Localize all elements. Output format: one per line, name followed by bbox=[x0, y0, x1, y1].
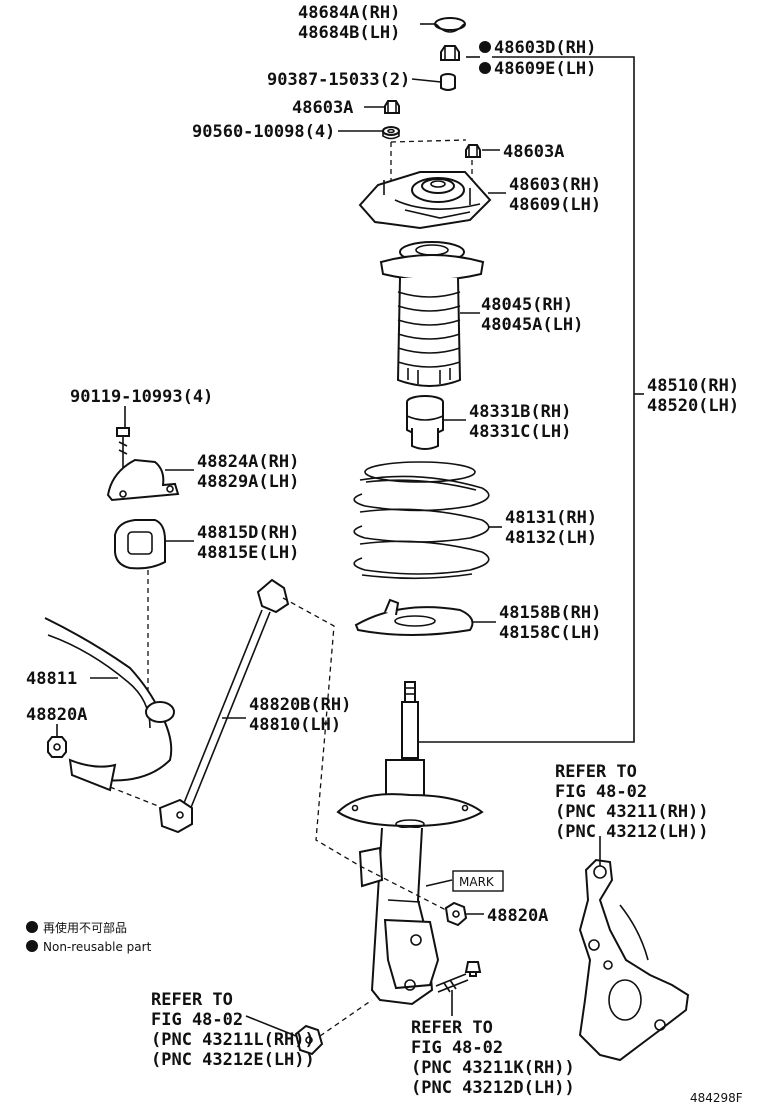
label-90560: 90560-10098(4) bbox=[192, 122, 335, 142]
label-90387: 90387-15033(2) bbox=[267, 70, 410, 90]
non-reusable-dot bbox=[479, 62, 491, 74]
washer-part bbox=[382, 126, 400, 140]
mount-nut-part-left bbox=[384, 100, 400, 114]
refer-nut-line4: (PNC 43212E(LH)) bbox=[151, 1050, 315, 1070]
label-48603d: 48603D(RH) bbox=[494, 38, 596, 58]
label-48603a-right: 48603A bbox=[503, 142, 564, 162]
bump-stopper-part bbox=[406, 395, 444, 450]
label-48820b: 48820B(RH) bbox=[249, 695, 351, 715]
label-48158c: 48158C(LH) bbox=[499, 623, 601, 643]
label-90119: 90119-10993(4) bbox=[70, 387, 213, 407]
refer-bolt-line4: (PNC 43212D(LH)) bbox=[411, 1078, 575, 1098]
dust-boot-part bbox=[379, 241, 485, 387]
label-48603a-top: 48603A bbox=[292, 98, 353, 118]
label-48820a-right: 48820A bbox=[487, 906, 548, 926]
label-48684b: 48684B(LH) bbox=[298, 23, 400, 43]
label-48603: 48603(RH) bbox=[509, 175, 601, 195]
label-48829a: 48829A(LH) bbox=[197, 472, 299, 492]
label-48815d: 48815D(RH) bbox=[197, 523, 299, 543]
link-nut-part-left bbox=[47, 736, 67, 758]
label-48820a-left: 48820A bbox=[26, 705, 87, 725]
label-48331b: 48331B(RH) bbox=[469, 402, 571, 422]
label-48520: 48520(LH) bbox=[647, 396, 739, 416]
refer-nut-line2: FIG 48-02 bbox=[151, 1010, 243, 1030]
stabilizer-bracket-part bbox=[106, 458, 180, 502]
figure-id: 484298F bbox=[690, 1091, 743, 1105]
label-48824a: 48824A(RH) bbox=[197, 452, 299, 472]
dust-cap-part bbox=[434, 17, 466, 33]
label-48510: 48510(RH) bbox=[647, 376, 739, 396]
lock-nut-part bbox=[440, 45, 460, 61]
refer-bolt-line2: FIG 48-02 bbox=[411, 1038, 503, 1058]
label-48609e: 48609E(LH) bbox=[494, 59, 596, 79]
shock-absorber-part bbox=[336, 681, 484, 1006]
knuckle-bolt-part bbox=[435, 961, 482, 993]
spring-seat-part bbox=[354, 598, 474, 636]
refer-knuckle-line4: (PNC 43212(LH)) bbox=[555, 822, 709, 842]
knuckle-nut-part bbox=[294, 999, 373, 1056]
collar-part bbox=[440, 73, 456, 91]
mark-label: MARK bbox=[459, 875, 495, 889]
stabilizer-link-part bbox=[158, 578, 361, 867]
refer-nut-line3: (PNC 43211L(RH)) bbox=[151, 1030, 315, 1050]
refer-bolt-line1: REFER TO bbox=[411, 1018, 493, 1038]
label-48132: 48132(LH) bbox=[505, 528, 597, 548]
refer-nut-line1: REFER TO bbox=[151, 990, 233, 1010]
legend-dot-en bbox=[26, 940, 38, 952]
mark-tag: MARK bbox=[452, 870, 504, 892]
refer-knuckle-line3: (PNC 43211(RH)) bbox=[555, 802, 709, 822]
label-48684a: 48684A(RH) bbox=[298, 3, 400, 23]
label-48810: 48810(LH) bbox=[249, 715, 341, 735]
strut-mount-part bbox=[358, 171, 492, 230]
legend: 再使用不可部品 Non-reusable part bbox=[26, 920, 152, 954]
refer-knuckle-line1: REFER TO bbox=[555, 762, 637, 782]
legend-jp-text: 再使用不可部品 bbox=[43, 920, 127, 935]
mount-nut-part-right bbox=[465, 144, 481, 158]
steering-knuckle-part bbox=[578, 858, 690, 1062]
label-48609: 48609(LH) bbox=[509, 195, 601, 215]
refer-bolt-line3: (PNC 43211K(RH)) bbox=[411, 1058, 575, 1078]
label-48811: 48811 bbox=[26, 669, 77, 689]
leader-lines bbox=[56, 23, 644, 1037]
stabilizer-parts bbox=[44, 427, 180, 807]
link-nut-part-right bbox=[359, 865, 468, 927]
label-48331c: 48331C(LH) bbox=[469, 422, 571, 442]
strut-top-parts bbox=[353, 17, 492, 636]
label-48158b: 48158B(RH) bbox=[499, 603, 601, 623]
legend-en-text: Non-reusable part bbox=[43, 940, 152, 954]
label-48045: 48045(RH) bbox=[481, 295, 573, 315]
coil-spring-part bbox=[353, 461, 490, 580]
label-48131: 48131(RH) bbox=[505, 508, 597, 528]
bracket-bolt-part bbox=[116, 427, 130, 470]
refer-knuckle-line2: FIG 48-02 bbox=[555, 782, 647, 802]
stabilizer-bushing-part bbox=[114, 519, 166, 570]
label-48045a: 48045A(LH) bbox=[481, 315, 583, 335]
part-labels: 48684A(RH) 48684B(LH) 48603D(RH) 48609E(… bbox=[26, 3, 739, 1098]
label-48815e: 48815E(LH) bbox=[197, 543, 299, 563]
non-reusable-dot bbox=[479, 41, 491, 53]
stabilizer-bar-part bbox=[44, 617, 175, 792]
legend-dot-jp bbox=[26, 921, 38, 933]
